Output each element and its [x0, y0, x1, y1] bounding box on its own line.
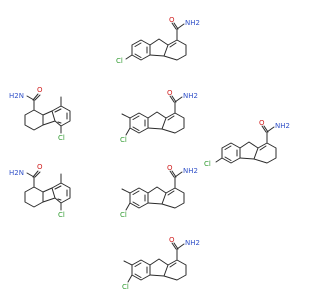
oxygen-label: O: [37, 163, 43, 171]
oxygen-label: O: [169, 16, 175, 24]
amine-label: H2N: [9, 169, 24, 177]
oxygen-label: O: [169, 236, 175, 244]
molecule-4: O NH2 Cl: [204, 119, 290, 168]
chlorine-label: Cl: [120, 211, 127, 219]
chlorine-label: Cl: [116, 57, 123, 65]
chlorine-label: Cl: [204, 160, 211, 168]
molecule-1: O NH2 Cl: [116, 16, 200, 65]
molecule-2: O H2N Cl: [9, 86, 71, 142]
chlorine-label: Cl: [122, 283, 129, 291]
chlorine-label: Cl: [120, 136, 127, 144]
molecule-3: O NH2 Cl: [120, 89, 198, 144]
oxygen-label: O: [167, 164, 173, 172]
molecule-7: O NH2 Cl: [122, 236, 200, 291]
chlorine-label: Cl: [58, 211, 65, 219]
amine-label: NH2: [183, 167, 198, 175]
amine-label: NH2: [183, 92, 198, 100]
amine-label: H2N: [9, 92, 24, 100]
amine-label: NH2: [185, 239, 200, 247]
oxygen-label: O: [167, 89, 173, 97]
amine-label: NH2: [275, 122, 290, 130]
chlorine-label: Cl: [58, 134, 65, 142]
chemical-structures: O NH2 Cl O H2N Cl O NH2 Cl O NH2 Cl O H2…: [9, 16, 290, 291]
oxygen-label: O: [37, 86, 43, 94]
molecule-6: O NH2 Cl: [120, 164, 198, 219]
structure-canvas: O NH2 Cl O H2N Cl O NH2 Cl O NH2 Cl O H2…: [9, 16, 290, 291]
molecule-5: O H2N Cl: [9, 163, 71, 219]
oxygen-label: O: [259, 119, 265, 127]
amine-label: NH2: [185, 19, 200, 27]
